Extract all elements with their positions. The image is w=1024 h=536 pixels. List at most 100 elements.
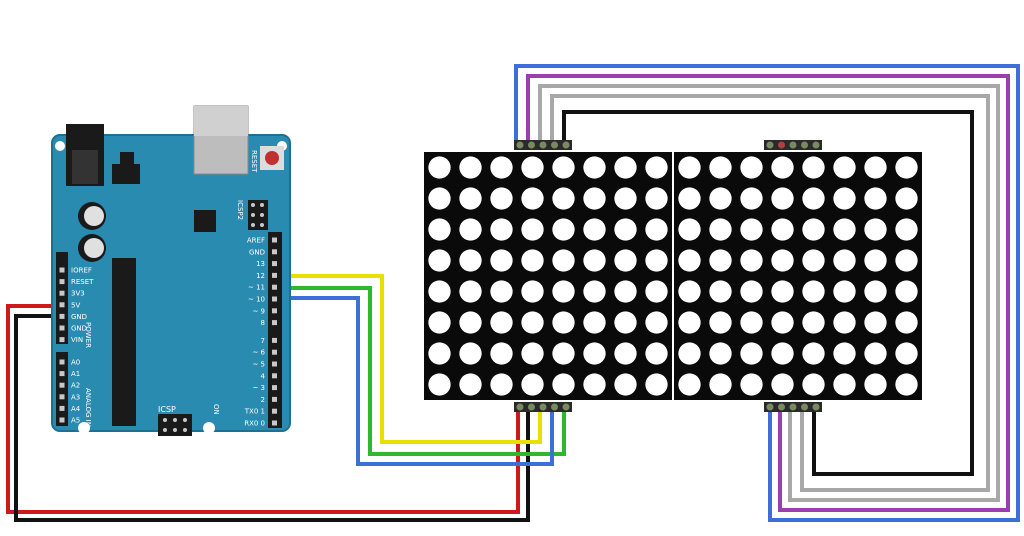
led-dot: [895, 373, 918, 396]
power-pin[interactable]: [59, 337, 65, 343]
led-dot: [459, 156, 482, 179]
digital-pin[interactable]: [272, 320, 277, 326]
header-pin[interactable]: [528, 141, 535, 149]
digital-pin[interactable]: [272, 308, 277, 314]
power-pin[interactable]: [59, 279, 65, 285]
chain-wire-black: [562, 110, 974, 476]
led-dot: [459, 187, 482, 210]
header-pin[interactable]: [516, 141, 524, 149]
digital-pin[interactable]: [272, 284, 277, 290]
led-dot: [833, 218, 856, 241]
wire-11-green: [282, 286, 566, 456]
led-dot: [833, 187, 856, 210]
mount-hole: [78, 422, 90, 434]
analog-pin-label: A3: [71, 393, 80, 401]
digital-pin[interactable]: [272, 337, 277, 343]
digital-pin-label: ~ 6: [252, 349, 265, 357]
led-dot: [678, 156, 701, 179]
digital-pin[interactable]: [272, 249, 277, 255]
wire-10-blue: [282, 296, 554, 466]
header-pin[interactable]: [528, 403, 535, 411]
power-pin[interactable]: [59, 313, 65, 319]
led-dot: [521, 311, 544, 334]
led-dot: [895, 311, 918, 334]
digital-pin[interactable]: [272, 261, 277, 267]
power-pin[interactable]: [59, 267, 65, 273]
digital-pin[interactable]: [272, 272, 277, 278]
led-dot: [614, 156, 637, 179]
led-dot: [709, 311, 732, 334]
led-dot: [459, 280, 482, 303]
led-dot: [521, 187, 544, 210]
digital-pin-label: ~ 5: [252, 361, 265, 369]
led-dot: [833, 311, 856, 334]
digital-pin[interactable]: [272, 237, 277, 243]
power-pin[interactable]: [59, 325, 65, 331]
led-dot: [740, 156, 763, 179]
analog-pin[interactable]: [59, 394, 65, 400]
digital-pin[interactable]: [272, 361, 277, 367]
digital-pin[interactable]: [272, 296, 277, 302]
header-pin[interactable]: [766, 403, 774, 411]
digital-pin[interactable]: [272, 420, 277, 426]
led-dot: [521, 373, 544, 396]
analog-pin[interactable]: [59, 382, 65, 388]
led-dot: [614, 373, 637, 396]
led-dot: [428, 280, 451, 303]
digital-pin[interactable]: [272, 385, 277, 391]
analog-pin[interactable]: [59, 405, 65, 411]
led-dot: [802, 373, 825, 396]
analog-pin[interactable]: [59, 417, 65, 423]
led-dot: [895, 280, 918, 303]
led-dot: [521, 218, 544, 241]
dc-jack-inner: [72, 150, 98, 184]
digital-pin[interactable]: [272, 373, 277, 379]
led-dot: [771, 280, 794, 303]
reset-button[interactable]: [265, 151, 279, 165]
led-dot: [895, 218, 918, 241]
power-pin[interactable]: [59, 290, 65, 296]
header-pin[interactable]: [539, 403, 547, 411]
led-dot: [864, 311, 887, 334]
header-pin[interactable]: [516, 403, 524, 411]
header-pin[interactable]: [801, 403, 808, 411]
led-dot: [864, 218, 887, 241]
digital-pin-group: [272, 237, 277, 426]
header-pin[interactable]: [562, 403, 570, 411]
header-pin[interactable]: [562, 141, 570, 149]
digital-pin-label: 8: [261, 319, 265, 327]
arduino-wires: [6, 274, 566, 522]
led-dot: [645, 373, 668, 396]
digital-pin[interactable]: [272, 408, 277, 414]
header-pin[interactable]: [801, 141, 808, 149]
led-dot: [459, 249, 482, 272]
header-pin[interactable]: [778, 141, 785, 149]
digital-pin-label: GND: [249, 248, 265, 256]
led-dot: [802, 218, 825, 241]
analog-pin[interactable]: [59, 359, 65, 365]
analog-header: [56, 352, 68, 426]
led-dot: [833, 373, 856, 396]
header-pin[interactable]: [778, 403, 785, 411]
digital-pin[interactable]: [272, 349, 277, 355]
led-dot: [552, 280, 575, 303]
power-pin[interactable]: [59, 302, 65, 308]
led-dot: [740, 280, 763, 303]
digital-pin[interactable]: [272, 396, 277, 402]
header-pin[interactable]: [539, 141, 547, 149]
led-dot: [521, 156, 544, 179]
header-pin[interactable]: [812, 403, 820, 411]
analog-pin[interactable]: [59, 371, 65, 377]
header-pin[interactable]: [789, 141, 797, 149]
header-pin[interactable]: [766, 141, 774, 149]
chain-wire-gray-2: [550, 94, 990, 492]
header-pin[interactable]: [551, 403, 558, 411]
led-dot: [645, 342, 668, 365]
led-matrix-chain: [424, 140, 922, 412]
header-pin[interactable]: [789, 403, 797, 411]
header-pin[interactable]: [551, 141, 558, 149]
header-pin[interactable]: [812, 141, 820, 149]
led-dot: [583, 311, 606, 334]
wire-12-yellow: [282, 274, 542, 444]
